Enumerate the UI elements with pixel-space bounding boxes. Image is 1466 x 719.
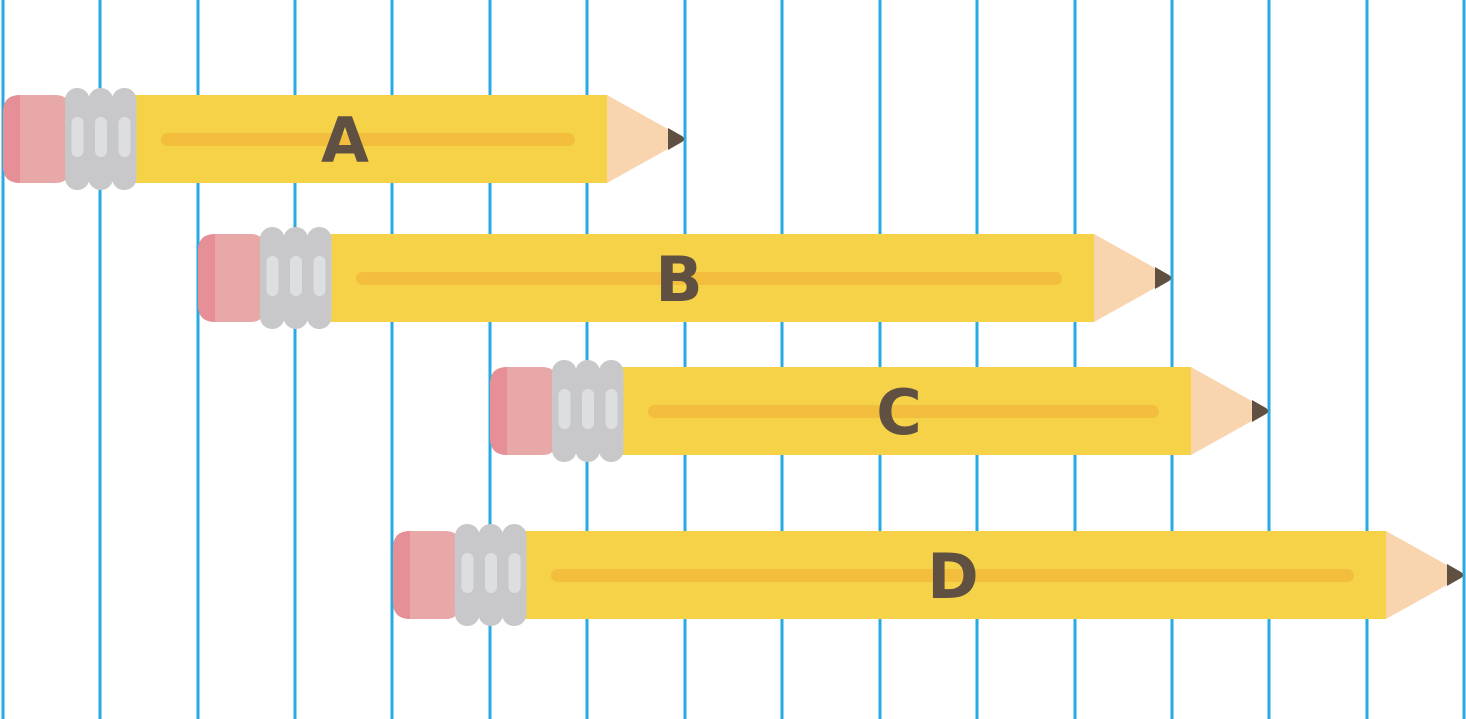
- ferrule-icon: [65, 88, 137, 190]
- pencil-lead: [1155, 267, 1171, 289]
- ferrule-icon: [260, 227, 332, 329]
- pencil-lead: [1252, 400, 1268, 422]
- ferrule-slot: [290, 256, 302, 296]
- pencil-lead: [1447, 564, 1463, 586]
- pencil-label-d: D: [927, 540, 978, 613]
- pencil-stripe: [356, 272, 1062, 285]
- pencil-a: A: [3, 88, 684, 190]
- eraser-shade: [490, 367, 507, 455]
- ferrule-slot: [118, 117, 131, 157]
- eraser-shade: [393, 531, 410, 619]
- ferrule-slot: [461, 553, 474, 593]
- ferrule-icon: [455, 524, 527, 626]
- pencil-stripe: [551, 569, 1354, 582]
- pencil-tip-icon: [1386, 531, 1463, 619]
- ferrule-slot: [266, 256, 279, 296]
- ferrule-slot: [508, 553, 521, 593]
- pencil-label-a: A: [321, 104, 369, 177]
- pencil-tip-icon: [1094, 234, 1171, 322]
- ferrule-slot: [485, 553, 497, 593]
- ferrule-slot: [71, 117, 84, 157]
- pencil-tip-icon: [1191, 367, 1268, 455]
- pencil-tip-icon: [607, 95, 684, 183]
- pencil-c: C: [490, 360, 1268, 462]
- eraser-icon: [198, 234, 268, 322]
- pencil-stripe: [161, 133, 575, 146]
- ferrule-slot: [313, 256, 326, 296]
- pencil-stripe: [648, 405, 1159, 418]
- pencil-label-b: B: [655, 243, 702, 316]
- ferrule-icon: [552, 360, 624, 462]
- ferrule-slot: [582, 389, 594, 429]
- pencil-lead: [668, 128, 684, 150]
- pencil-label-c: C: [876, 376, 922, 449]
- pencils: A B C D: [3, 88, 1463, 626]
- ferrule-slot: [558, 389, 571, 429]
- pencil-b: B: [198, 227, 1171, 329]
- eraser-icon: [393, 531, 463, 619]
- eraser-icon: [3, 95, 73, 183]
- ferrule-slot: [95, 117, 107, 157]
- eraser-icon: [490, 367, 560, 455]
- pencil-d: D: [393, 524, 1463, 626]
- ferrule-slot: [605, 389, 618, 429]
- eraser-shade: [3, 95, 20, 183]
- eraser-shade: [198, 234, 215, 322]
